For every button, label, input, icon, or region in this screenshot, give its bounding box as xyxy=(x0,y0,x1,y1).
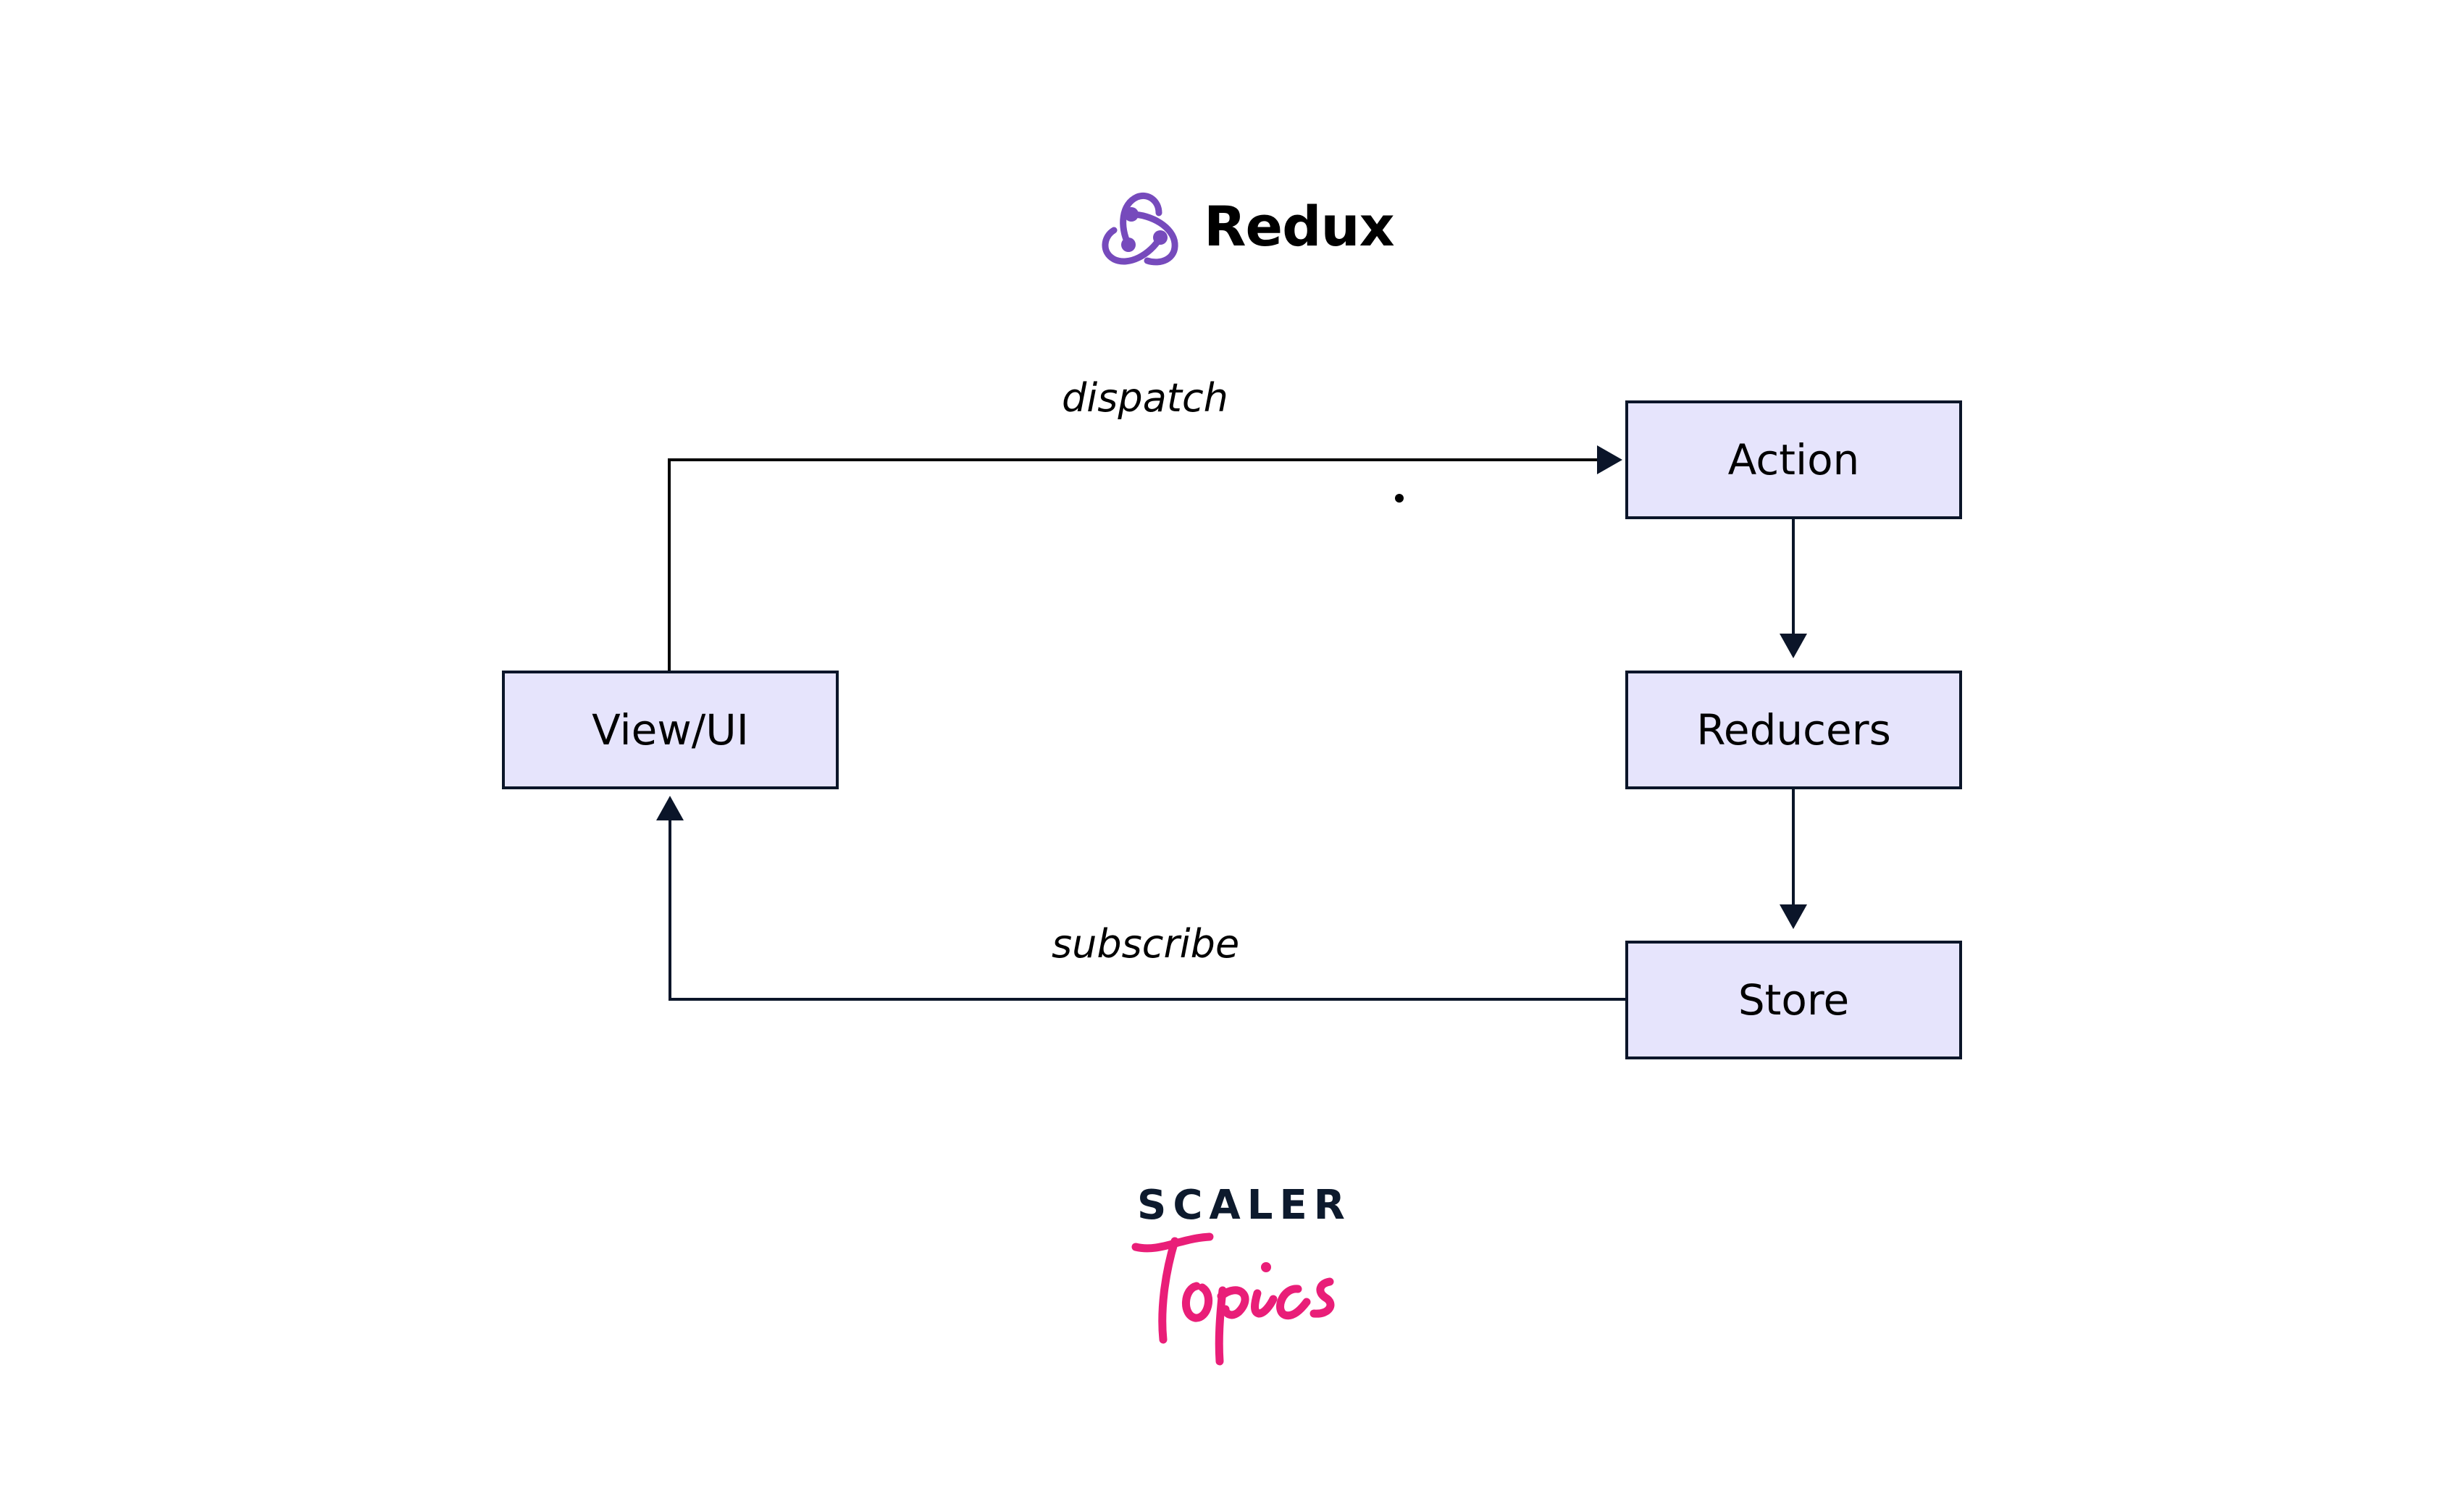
brand-scaler-wordmark: SCALER xyxy=(1137,1182,1352,1229)
dispatch-connector xyxy=(668,458,1601,672)
redux-logo-icon xyxy=(1102,193,1178,266)
brand-topics-script xyxy=(1131,1232,1335,1366)
subscribe-connector xyxy=(669,817,1627,1001)
stray-dot xyxy=(1395,494,1404,503)
subscribe-label: subscribe xyxy=(1052,921,1240,967)
node-action: Action xyxy=(1625,400,1962,519)
dispatch-label: dispatch xyxy=(1062,375,1228,421)
reducers-to-store-arrowhead xyxy=(1780,904,1807,929)
page-title: Redux xyxy=(1204,194,1395,259)
node-label: View/UI xyxy=(592,705,749,755)
node-label: Reducers xyxy=(1696,705,1891,755)
node-label: Action xyxy=(1727,435,1860,484)
node-label: Store xyxy=(1738,975,1850,1025)
node-reducers: Reducers xyxy=(1625,671,1962,789)
subscribe-arrowhead xyxy=(656,796,684,820)
node-view-ui: View/UI xyxy=(502,671,839,789)
action-to-reducers-arrowhead xyxy=(1780,634,1807,658)
dispatch-arrowhead xyxy=(1597,445,1622,474)
node-store: Store xyxy=(1625,941,1962,1059)
header xyxy=(1099,190,1389,277)
